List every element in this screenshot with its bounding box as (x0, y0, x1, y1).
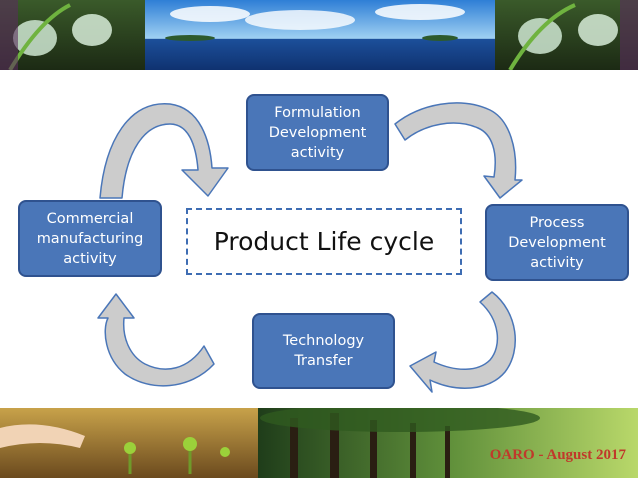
top-banner-art (0, 0, 638, 70)
center-label: Product Life cycle (213, 227, 435, 256)
arrow-commercial-to-formulation (99, 103, 229, 199)
node-formulation-development: Formulation Development activity (246, 94, 389, 171)
arrow-technology-to-commercial (97, 293, 215, 387)
node-commercial-manufacturing: Commercial manufacturing activity (18, 200, 162, 277)
node-technology-transfer: Technology Transfer (252, 313, 395, 389)
footer-credit: OARO - August 2017 (489, 447, 626, 463)
arrow-formulation-to-process (394, 102, 523, 199)
arrow-process-to-technology (409, 291, 517, 393)
bottom-banner (0, 408, 638, 478)
bottom-banner-art (0, 408, 638, 478)
node-process-development: Process Development activity (485, 204, 629, 281)
center-label-box: Product Life cycle (186, 208, 462, 275)
top-banner (0, 0, 638, 70)
